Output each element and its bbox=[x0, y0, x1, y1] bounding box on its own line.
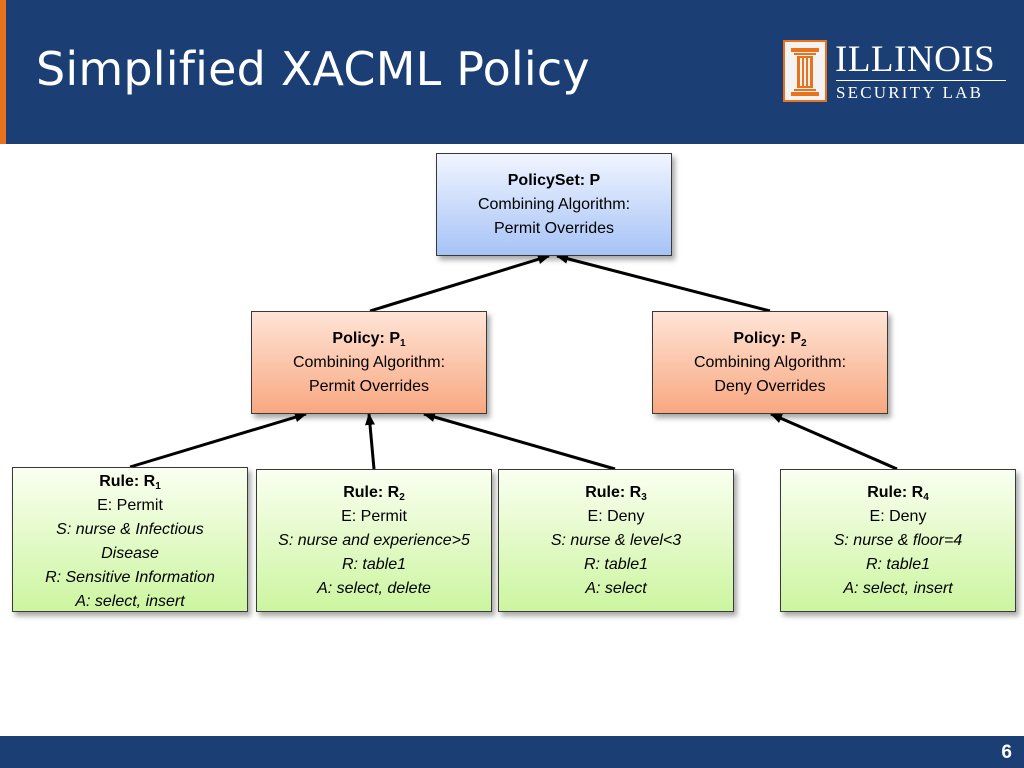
logo-name: ILLINOIS bbox=[835, 39, 996, 80]
rule-r2-node: Rule: R2 E: Permit S: nurse and experien… bbox=[256, 469, 492, 612]
policyset-algorithm-label: Combining Algorithm: bbox=[477, 195, 631, 213]
rule-r3-subject: S: nurse & level<3 bbox=[550, 531, 682, 549]
rule-r1-subject-cont: Disease bbox=[101, 545, 159, 562]
rule-r4-action: A: select, insert bbox=[843, 579, 953, 597]
logo-divider bbox=[836, 80, 1006, 81]
rule-r4-subject: S: nurse & floor=4 bbox=[833, 531, 963, 549]
policy-p2-node: Policy: P2 Combining Algorithm: Deny Ove… bbox=[652, 311, 888, 414]
diagram-edges bbox=[129, 253, 898, 471]
rule-r4-label: Rule: R4 bbox=[867, 483, 929, 503]
policy-p1-node: Policy: P1 Combining Algorithm: Permit O… bbox=[251, 311, 487, 414]
policy-p2-algorithm-value: Deny Overrides bbox=[714, 377, 826, 395]
edge-p1-to-p bbox=[369, 254, 550, 313]
rule-r1-label: Rule: R1 bbox=[99, 473, 161, 492]
policy-p1-label: Policy: P1 bbox=[332, 329, 406, 349]
rule-r3-label: Rule: R3 bbox=[585, 483, 647, 503]
edge-r1-to-p1 bbox=[129, 412, 307, 469]
rule-r1-node: Rule: R1 E: Permit S: nurse & Infectious… bbox=[12, 467, 248, 612]
policy-p2-label: Policy: P2 bbox=[733, 329, 807, 349]
rule-r1-effect: E: Permit bbox=[97, 497, 163, 514]
rule-r4-resource: R: table1 bbox=[865, 555, 931, 573]
policy-p1-algorithm-value: Permit Overrides bbox=[308, 377, 430, 395]
policyset-node: PolicySet: P Combining Algorithm: Permit… bbox=[436, 153, 672, 256]
policyset-label: PolicySet: P bbox=[507, 171, 601, 189]
edge-r4-to-p2 bbox=[770, 412, 898, 471]
rule-r3-resource: R: table1 bbox=[583, 555, 649, 573]
edge-p2-to-p bbox=[556, 253, 771, 313]
rule-r2-effect: E: Permit bbox=[341, 507, 407, 525]
slide-footer: 6 bbox=[0, 736, 1024, 768]
edge-r2-to-p1 bbox=[365, 413, 376, 470]
rule-r2-subject: S: nurse and experience>5 bbox=[278, 531, 470, 549]
rule-r1-resource: R: Sensitive Information bbox=[45, 569, 215, 586]
rule-r2-label: Rule: R2 bbox=[343, 483, 405, 503]
policy-p2-algorithm-label: Combining Algorithm: bbox=[693, 353, 847, 371]
slide-title: Simplified XACML Policy bbox=[36, 42, 590, 96]
rule-r1-action: A: select, insert bbox=[75, 593, 185, 610]
logo-subtitle: SECURITY LAB bbox=[836, 83, 984, 102]
rule-r3-effect: E: Deny bbox=[587, 507, 645, 525]
policyset-algorithm-value: Permit Overrides bbox=[493, 219, 615, 237]
header-accent-bar bbox=[0, 0, 6, 144]
rule-r3-action: A: select bbox=[585, 579, 647, 597]
edge-r3-to-p1 bbox=[423, 412, 616, 471]
rule-r2-resource: R: table1 bbox=[341, 555, 407, 573]
rule-r4-node: Rule: R4 E: Deny S: nurse & floor=4 R: t… bbox=[780, 469, 1016, 612]
rule-r1-subject: S: nurse & Infectious bbox=[56, 521, 204, 538]
illinois-security-lab-logo: ILLINOIS SECURITY LAB bbox=[783, 38, 1008, 104]
rule-r4-effect: E: Deny bbox=[869, 507, 927, 525]
rule-r3-node: Rule: R3 E: Deny S: nurse & level<3 R: t… bbox=[498, 469, 734, 612]
page-number: 6 bbox=[1001, 742, 1012, 763]
column-icon bbox=[783, 40, 827, 102]
policy-p1-algorithm-label: Combining Algorithm: bbox=[292, 353, 446, 371]
rule-r2-action: A: select, delete bbox=[317, 579, 431, 597]
slide-header: Simplified XACML Policy ILLINOIS SECURIT… bbox=[0, 0, 1024, 144]
